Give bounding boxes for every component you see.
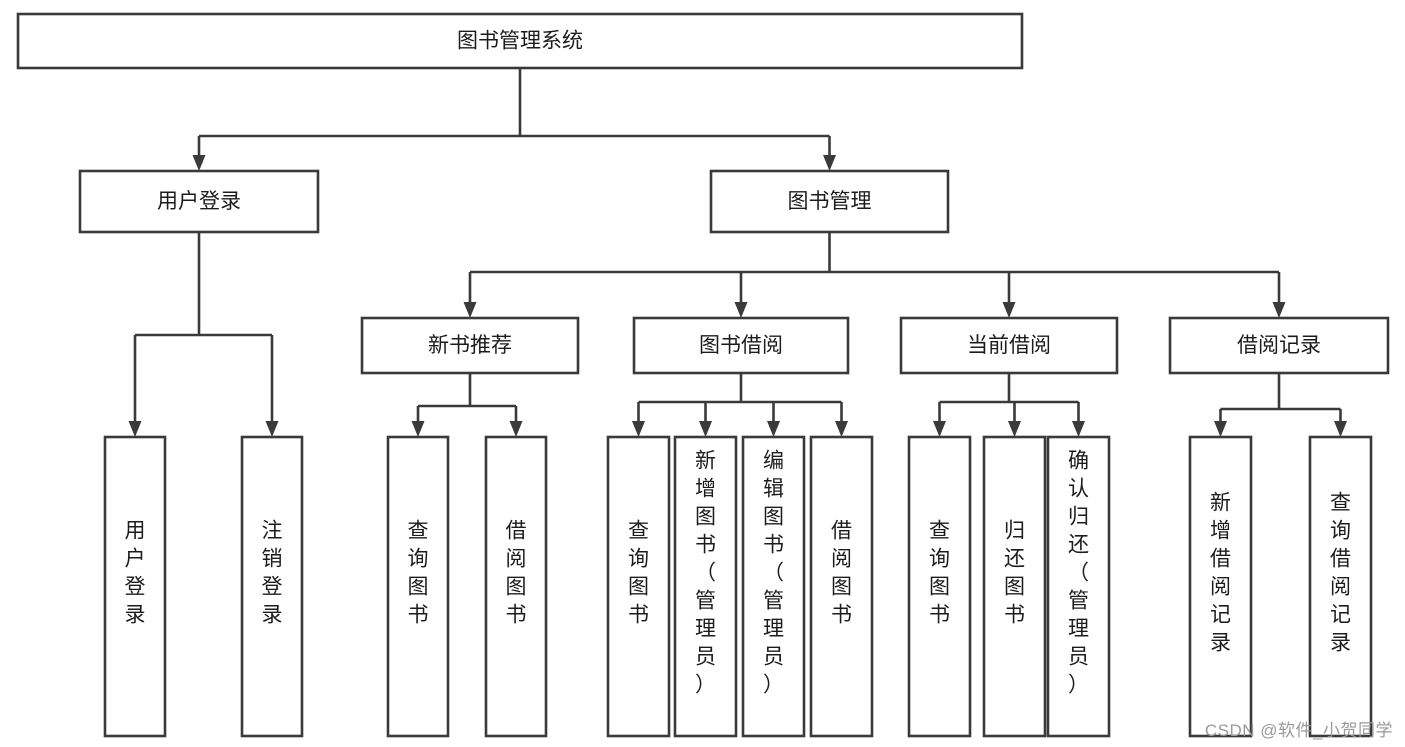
node-label: 查询图书 [408, 520, 429, 627]
node-label: 新增图书（管理员） [695, 450, 716, 697]
node-book-borrow[interactable]: 图书借阅 [632, 316, 850, 375]
edge-arrowhead [835, 421, 848, 437]
node-leaf-query-record[interactable]: 查询借阅记录 [1308, 435, 1373, 738]
node-box [709, 169, 950, 234]
node-label: 确认归还（管理员） [1068, 450, 1089, 697]
edge-arrowhead [767, 421, 780, 437]
node-label: 编辑图书（管理员） [763, 450, 784, 697]
node-label: 新增借阅记录 [1210, 492, 1231, 655]
edge-arrowhead [411, 421, 425, 437]
node-root[interactable]: 图书管理系统 [16, 12, 1024, 70]
nodes-layer: 图书管理系统用户登录图书管理新书推荐图书借阅当前借阅借阅记录用户登录注销登录查询… [16, 12, 1390, 738]
node-leaf-return-book[interactable]: 归还图书 [982, 435, 1047, 738]
edge-arrowhead [463, 302, 477, 318]
node-leaf-query-book-2[interactable]: 查询图书 [606, 435, 671, 738]
node-box [386, 435, 450, 738]
node-book-manage[interactable]: 图书管理 [709, 169, 950, 234]
node-leaf-borrow-book-1[interactable]: 借阅图书 [484, 435, 548, 738]
edge-arrowhead [509, 421, 523, 437]
node-label: 借阅图书 [831, 520, 852, 627]
node-new-book-recommend[interactable]: 新书推荐 [360, 316, 580, 375]
node-box [673, 435, 738, 738]
edge-arrowhead [734, 302, 748, 318]
edge-arrowhead [933, 421, 946, 437]
node-label: 查询借阅记录 [1330, 492, 1351, 655]
node-label: 借阅记录 [1237, 334, 1321, 357]
node-label: 图书管理 [788, 190, 872, 213]
node-label: 注销登录 [262, 520, 283, 627]
edge-arrowhead [823, 155, 836, 171]
node-label: 当前借阅 [967, 334, 1051, 357]
node-label: 图书借阅 [699, 334, 783, 357]
node-box [632, 316, 850, 375]
node-label: 归还图书 [1004, 520, 1025, 627]
node-box [78, 169, 320, 234]
node-label: 借阅图书 [506, 520, 527, 627]
node-leaf-logout[interactable]: 注销登录 [240, 435, 304, 738]
edge-arrowhead [128, 421, 142, 437]
node-leaf-query-book-1[interactable]: 查询图书 [386, 435, 450, 738]
node-box [16, 12, 1024, 70]
node-box [907, 435, 972, 738]
node-leaf-add-book[interactable]: 新增图书（管理员） [673, 435, 738, 738]
edge-arrowhead [1214, 421, 1227, 437]
edge-arrowhead [1334, 421, 1347, 437]
node-box [1168, 316, 1390, 375]
node-label: 查询图书 [628, 520, 649, 627]
edge-arrowhead [1272, 302, 1286, 318]
node-box [899, 316, 1119, 375]
node-label: 新书推荐 [428, 334, 512, 357]
node-box [982, 435, 1047, 738]
edge-arrowhead [632, 421, 645, 437]
node-leaf-edit-book[interactable]: 编辑图书（管理员） [741, 435, 806, 738]
node-box [809, 435, 874, 738]
node-leaf-query-book-3[interactable]: 查询图书 [907, 435, 972, 738]
node-leaf-add-record[interactable]: 新增借阅记录 [1188, 435, 1253, 738]
node-label: 用户登录 [125, 520, 146, 627]
node-box [1308, 435, 1373, 738]
node-box [606, 435, 671, 738]
watermark-text: CSDN @软件_小贺同学 [1204, 721, 1393, 740]
node-borrow-record[interactable]: 借阅记录 [1168, 316, 1390, 375]
node-box [103, 435, 167, 738]
node-user-login[interactable]: 用户登录 [78, 169, 320, 234]
edge-arrowhead [1008, 421, 1021, 437]
edge-arrowhead [1002, 302, 1016, 318]
node-box [741, 435, 806, 738]
node-label: 用户登录 [157, 190, 241, 213]
edge-arrowhead [265, 421, 279, 437]
edge-arrowhead [1072, 421, 1085, 437]
edge-arrowhead [192, 155, 206, 171]
node-leaf-user-login[interactable]: 用户登录 [103, 435, 167, 738]
node-label: 图书管理系统 [457, 30, 583, 53]
node-box [360, 316, 580, 375]
edge-arrowhead [699, 421, 712, 437]
node-box [484, 435, 548, 738]
node-label: 查询图书 [929, 520, 950, 627]
node-current-borrow[interactable]: 当前借阅 [899, 316, 1119, 375]
edges-layer [128, 68, 1347, 437]
node-leaf-borrow-book-2[interactable]: 借阅图书 [809, 435, 874, 738]
node-box [240, 435, 304, 738]
node-leaf-confirm-return[interactable]: 确认归还（管理员） [1046, 435, 1111, 738]
node-box [1188, 435, 1253, 738]
node-box [1046, 435, 1111, 738]
